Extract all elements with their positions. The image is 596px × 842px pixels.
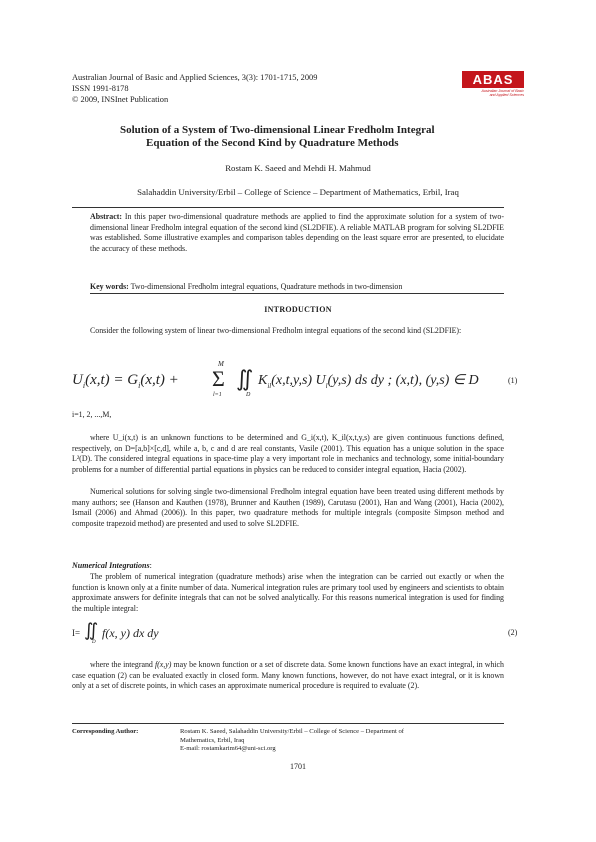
page-number: 1701 — [290, 762, 306, 771]
logo-subtitle: Australian Journal of Basic and Applied … — [462, 88, 524, 98]
eq1-k-sub: il — [267, 381, 272, 390]
journal-header: Australian Journal of Basic and Applied … — [72, 72, 317, 105]
intro-paragraph-3: Numerical solutions for solving single t… — [72, 487, 504, 528]
subsection-numerical-integrations: Numerical Integrations: — [72, 561, 152, 570]
equation-1: Ui(x,t) = Gi(x,t) + M Σ l=1 ∬ D Kil(x,t,… — [72, 360, 522, 402]
eq1-sum-top: M — [218, 360, 224, 368]
eq1-args: (x,t) = G — [85, 372, 139, 388]
eq1-u-sub: l — [325, 381, 328, 390]
corresponding-author-info: Rostam K. Saeed, Salahaddin University/E… — [180, 728, 504, 754]
eq1-sum-bottom: l=1 — [213, 392, 222, 398]
eq1-index-range: i=1, 2, ...,M, — [72, 410, 112, 419]
numerical-paragraph-2: where the integrand f(x,y) may be known … — [72, 660, 504, 692]
paper-title: Solution of a System of Two-dimensional … — [90, 124, 510, 150]
footer-rule — [72, 723, 504, 724]
abstract-bottom-rule — [90, 293, 504, 294]
intro-paragraph-2: where U_i(x,t) is an unknown functions t… — [72, 433, 504, 474]
eq1-u: U — [72, 372, 83, 388]
numerical-paragraph-2-text: where the integrand f(x,y) may be known … — [72, 660, 504, 691]
footer-email: E-mail: rostamkarim64@uni-sci.org — [180, 745, 276, 753]
eq1-lhs: Ui(x,t) = Gi(x,t) + — [72, 372, 179, 390]
intro-paragraph-1: Consider the following system of linear … — [90, 326, 462, 335]
abstract: Abstract: In this paper two-dimensional … — [90, 212, 504, 254]
eq1-integral-domain: D — [246, 392, 251, 398]
eq1-number: (1) — [508, 376, 518, 385]
logo-text: ABAS — [462, 71, 524, 88]
eq1-sub-i-2: i — [138, 381, 141, 390]
numerical-paragraph-text: The problem of numerical integration (qu… — [72, 572, 504, 613]
authors: Rostam K. Saeed and Mehdi H. Mahmud — [225, 163, 371, 173]
issn: ISSN 1991-8178 — [72, 84, 129, 93]
logo-sub-line-2: and Applied Sciences — [489, 93, 524, 98]
section-heading-introduction: INTRODUCTION — [264, 305, 332, 314]
subsection-title: Numerical Integrations — [72, 561, 150, 570]
keywords-label: Key words: — [90, 282, 129, 291]
title-line-2: Equation of the Second Kind by Quadratur… — [146, 137, 399, 149]
keywords: Key words: Two-dimensional Fredholm inte… — [90, 282, 504, 293]
eq2-double-integral: ∬ — [84, 620, 99, 640]
eq1-double-integral: ∬ — [236, 366, 254, 391]
copyright: © 2009, INSInet Publication — [72, 95, 169, 104]
eq1-integrand-rest: (x,t,y,s) U — [271, 373, 326, 388]
eq1-k: K — [258, 373, 268, 388]
corresponding-author-label: Corresponding Author: — [72, 728, 139, 735]
eq1-sum-sign: Σ — [212, 366, 225, 391]
abstract-text: In this paper two-dimensional quadrature… — [90, 212, 504, 253]
abstract-top-rule — [72, 207, 504, 208]
eq1-args2: (x,t) + — [140, 372, 179, 388]
eq2-integrand: f(x, y) dx dy — [102, 626, 159, 640]
eq2-lhs: I= — [72, 628, 81, 638]
eq1-tail: (y,s) ds dy ; (x,t), (y,s) ∈ D — [327, 373, 479, 388]
affiliation: Salahaddin University/Erbil – College of… — [137, 187, 459, 197]
numerical-paragraph-1: The problem of numerical integration (qu… — [72, 572, 504, 614]
equation-2: I= ∬ D f(x, y) dx dy (2) — [72, 620, 522, 646]
eq1-sub-i: i — [82, 381, 86, 390]
logo-sub-line-1: Australian Journal of Basic — [481, 89, 524, 93]
title-line-1: Solution of a System of Two-dimensional … — [120, 124, 435, 136]
footer-line-1: Rostam K. Saeed, Salahaddin University/E… — [180, 728, 404, 735]
journal-logo: ABAS Australian Journal of Basic and App… — [462, 71, 524, 102]
keywords-text: Two-dimensional Fredholm integral equati… — [130, 282, 403, 291]
eq1-integrand: Kil(x,t,y,s) Ul(y,s) ds dy ; (x,t), (y,s… — [258, 372, 479, 390]
eq2-number: (2) — [508, 628, 518, 637]
journal-citation: Australian Journal of Basic and Applied … — [72, 73, 318, 82]
footer-line-2: Mathematics, Erbil, Iraq — [180, 736, 245, 744]
eq2-integral-domain: D — [92, 640, 96, 645]
abstract-label: Abstract: — [90, 212, 122, 221]
